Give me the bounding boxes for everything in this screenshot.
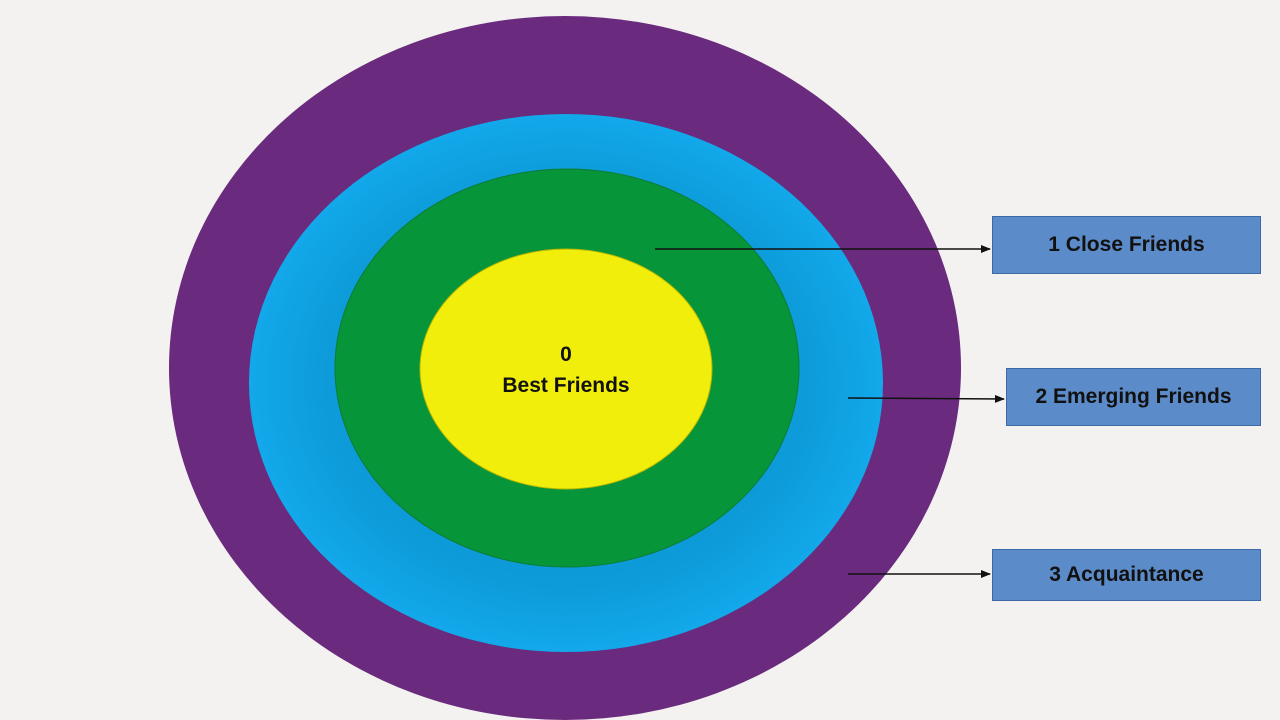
center-label: Best Friends — [502, 374, 629, 397]
arrow-emerging-friends — [847, 394, 1005, 403]
label-emerging-friends: 2 Emerging Friends — [1006, 368, 1261, 426]
label-acquaintance: 3 Acquaintance — [992, 549, 1261, 601]
center-best-friends — [419, 248, 713, 490]
center-number: 0 — [560, 343, 572, 366]
label-close-friends: 1 Close Friends — [992, 216, 1261, 274]
